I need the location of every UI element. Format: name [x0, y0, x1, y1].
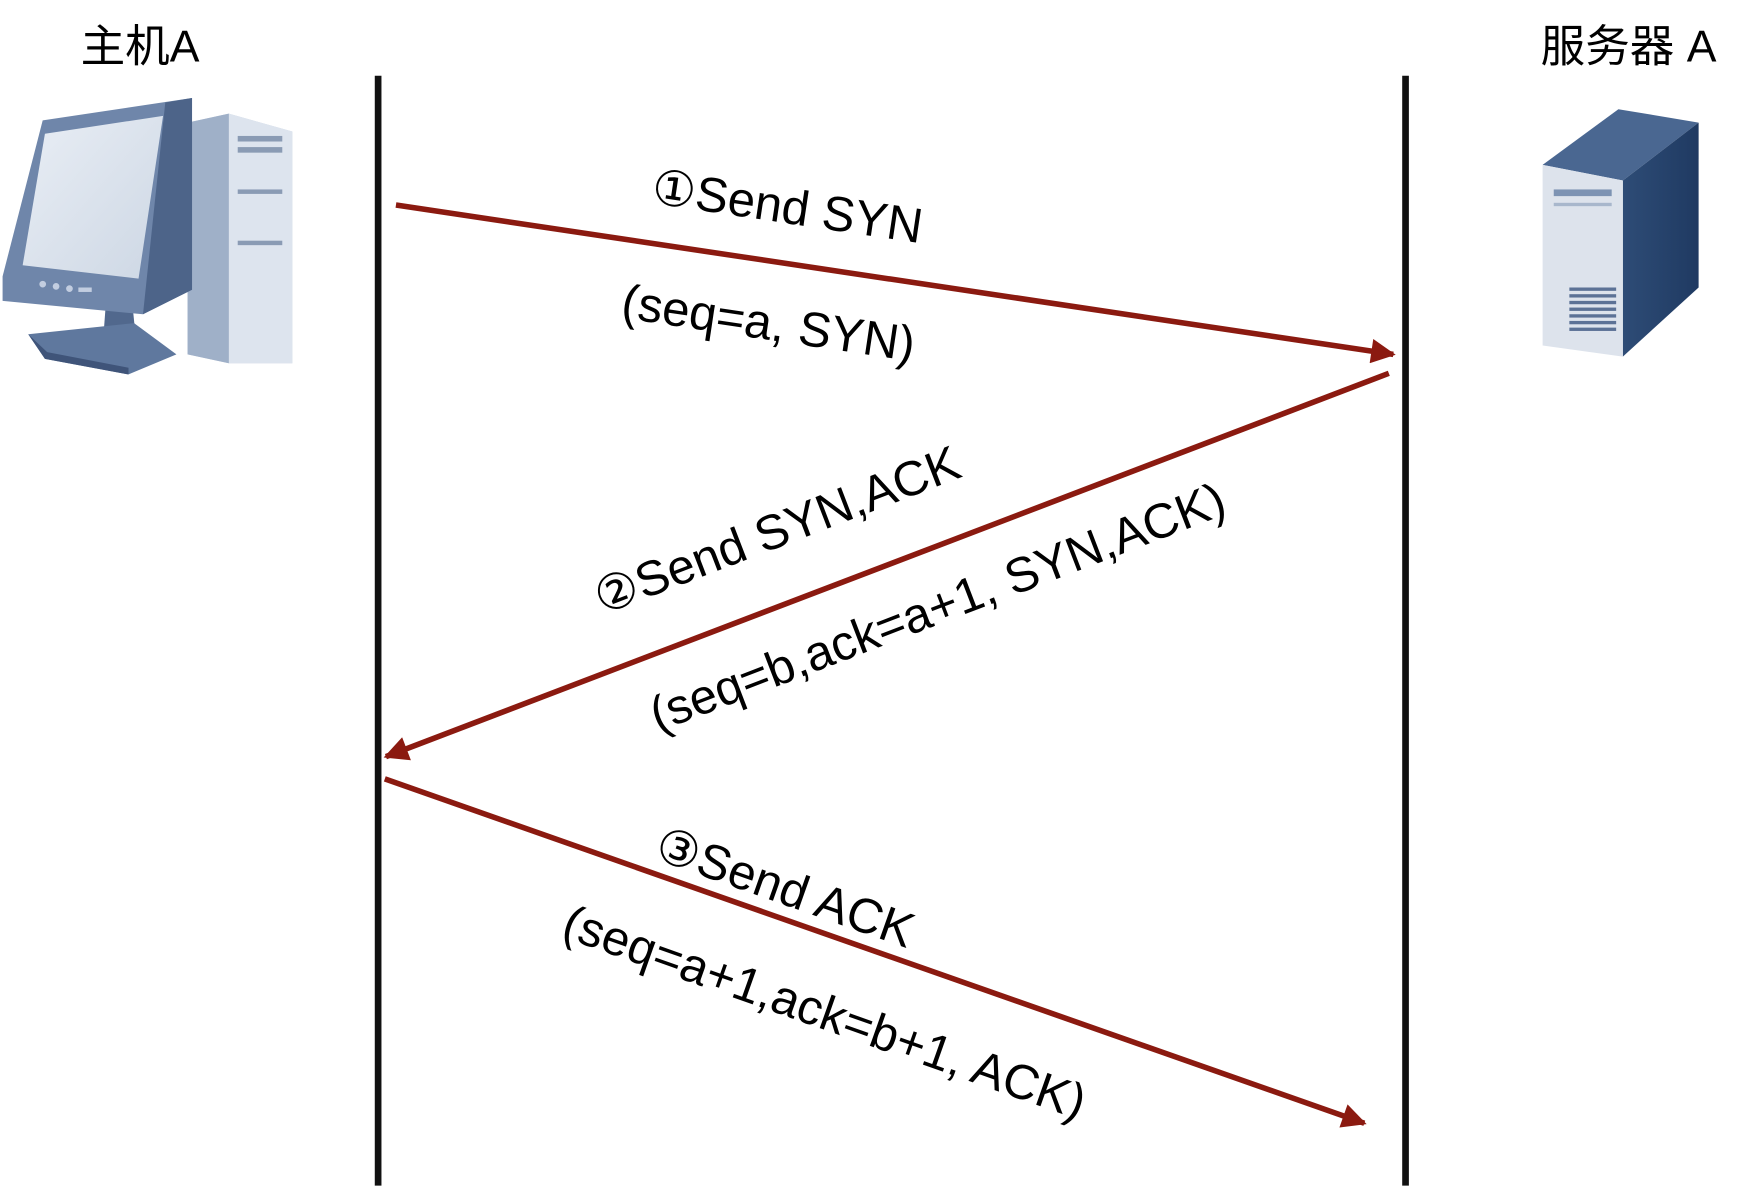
server-tower-icon [1542, 109, 1699, 357]
message-ack-title-text: Send ACK [690, 832, 922, 959]
arrow-syn [395, 202, 1396, 364]
message-syn: ①Send SYN (seq=a, SYN) [395, 160, 1396, 372]
message-syn-ack-title-text: Send SYN,ACK [628, 436, 968, 610]
arrow-ack [383, 776, 1367, 1128]
step-1-badge: ① [648, 160, 699, 220]
desktop-computer-icon [2, 98, 293, 375]
message-syn-detail: (seq=a, SYN) [618, 275, 918, 372]
message-syn-title: ①Send SYN [648, 160, 926, 254]
message-syn-title-text: Send SYN [692, 167, 926, 254]
host-label: 主机A [81, 22, 200, 71]
message-syn-ack-detail: (seq=b,ack=a+1, SYN,ACK) [642, 473, 1232, 743]
message-syn-ack: ②Send SYN,ACK (seq=b,ack=a+1, SYN,ACK) [383, 370, 1390, 761]
arrow-syn-ack [383, 370, 1390, 761]
message-ack: ③Send ACK (seq=a+1,ack=b+1, ACK) [383, 776, 1367, 1130]
server-label: 服务器 A [1541, 22, 1717, 71]
